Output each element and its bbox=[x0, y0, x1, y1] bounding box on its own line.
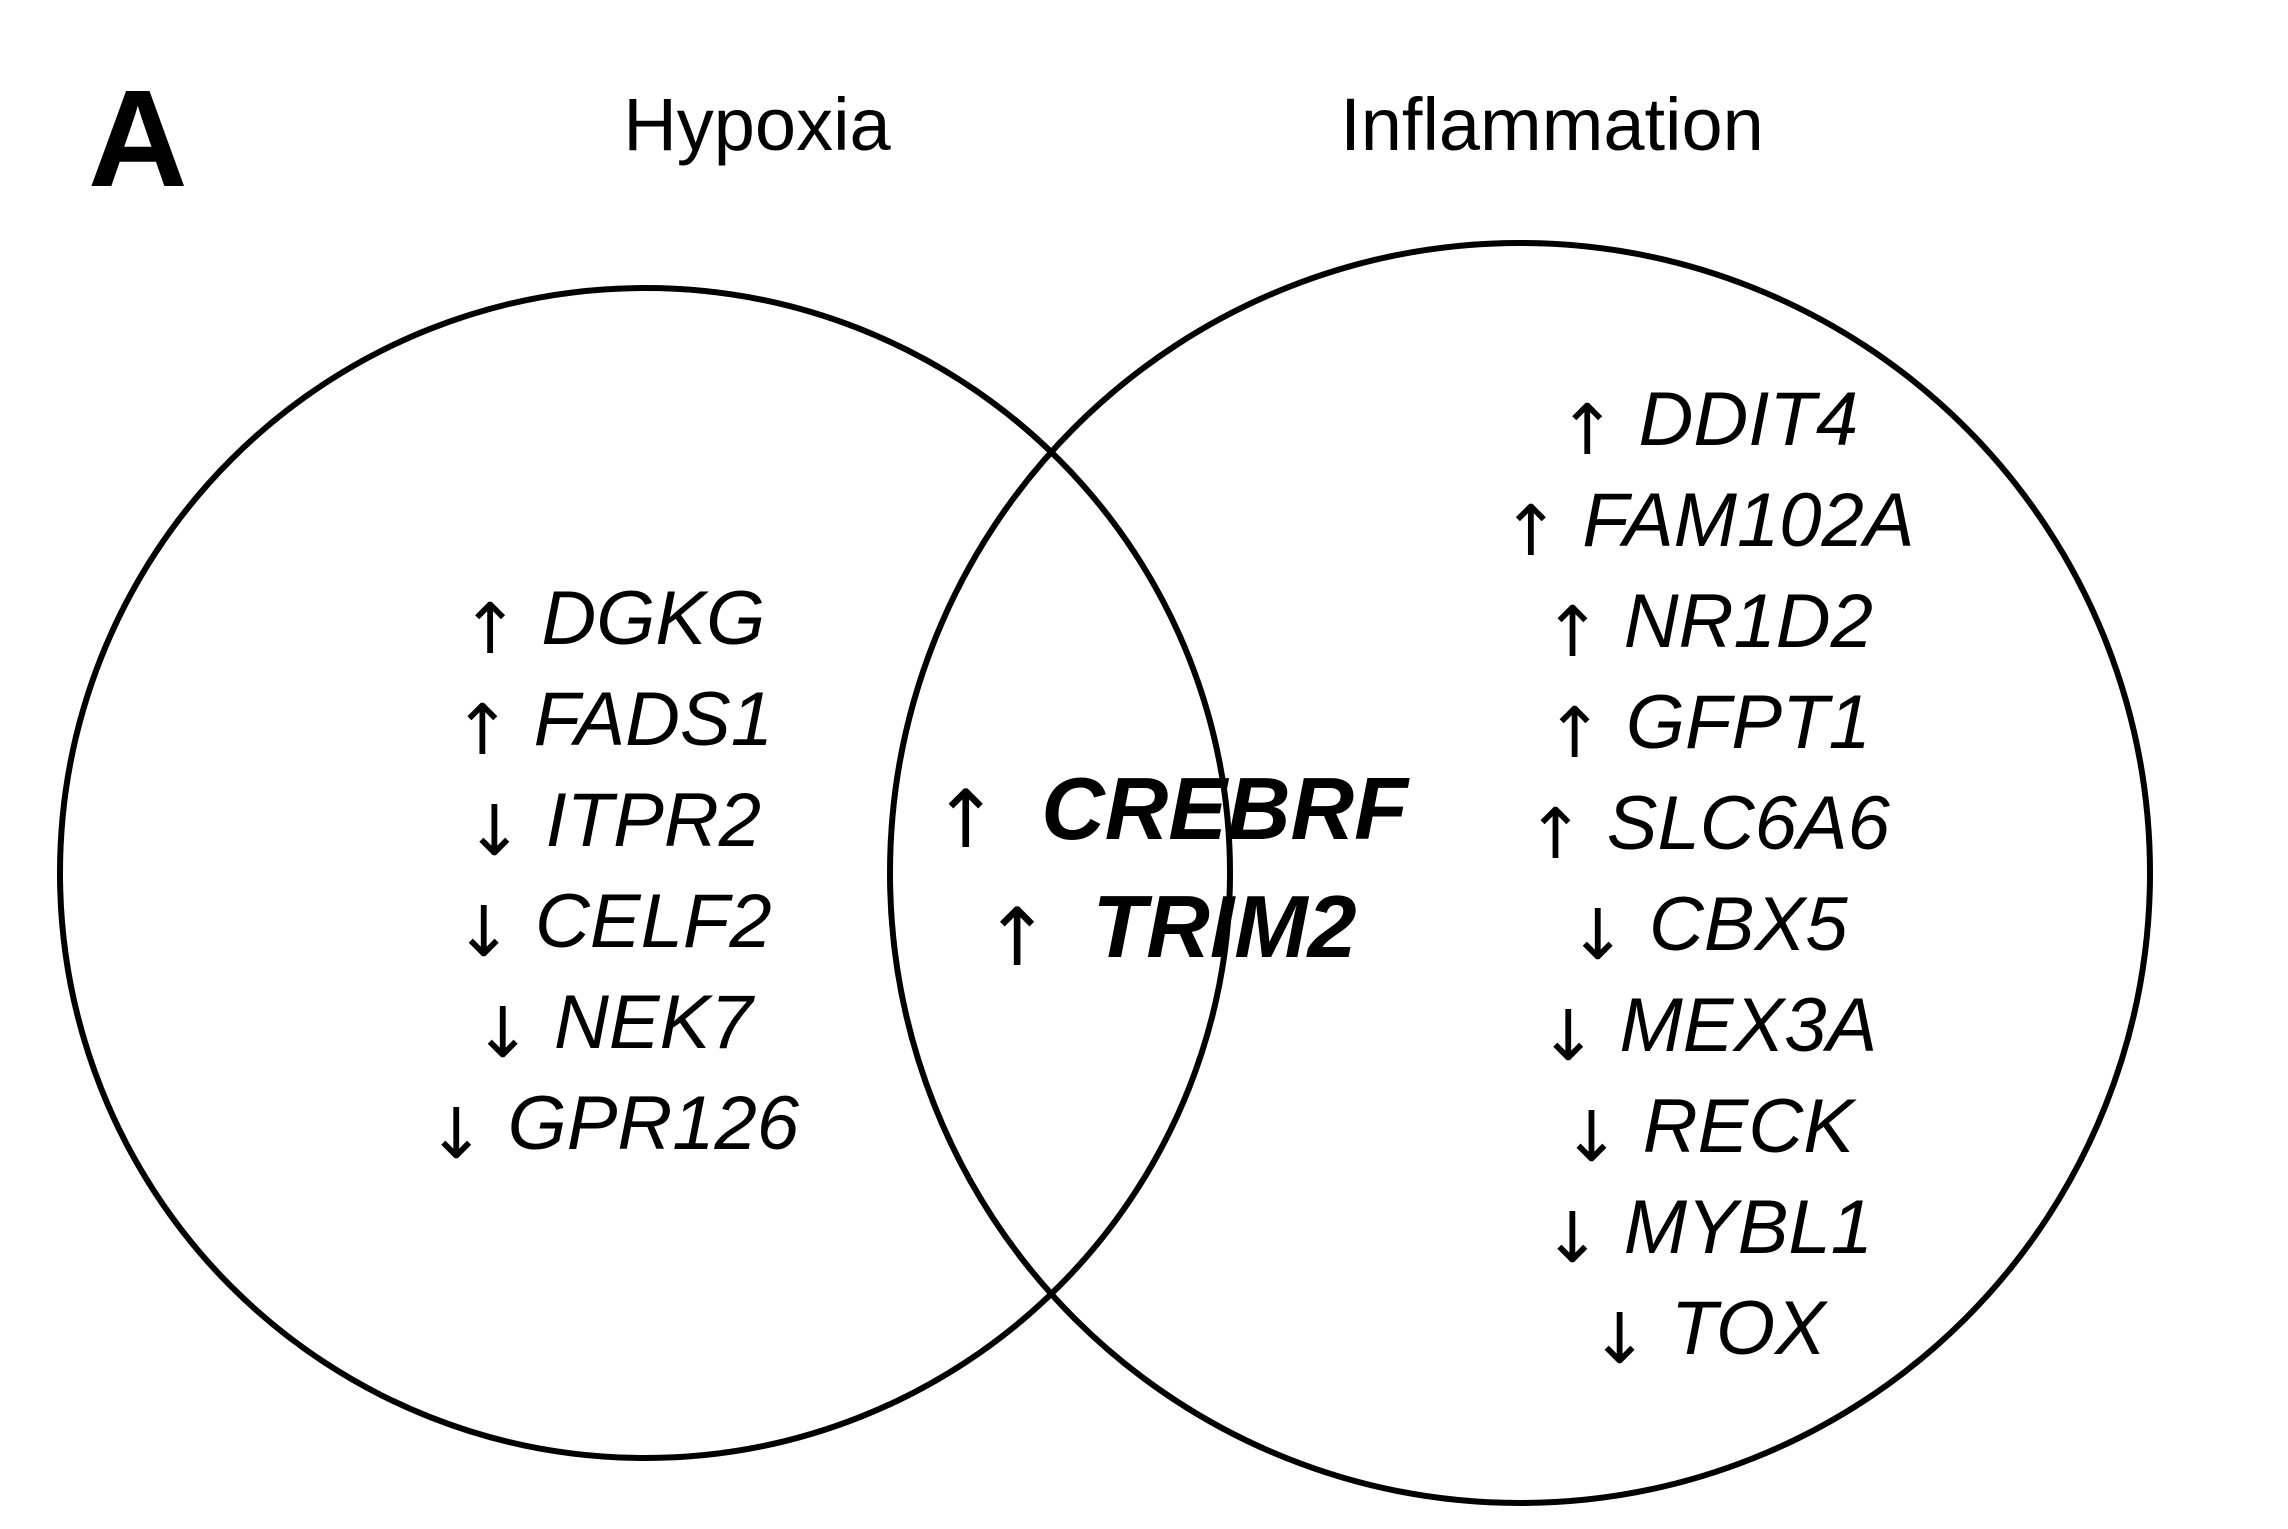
gene-name: CELF2 bbox=[535, 879, 772, 964]
gene-name: TRIM2 bbox=[1092, 877, 1357, 976]
hypoxia-set-circle bbox=[57, 285, 1233, 1461]
gene-list-item: ↓ GPR126 bbox=[426, 1073, 800, 1175]
gene-list-item: ↓ NEK7 bbox=[427, 972, 799, 1074]
gene-list-item: ↓ MEX3A bbox=[1502, 975, 1915, 1077]
gene-name: MEX3A bbox=[1619, 983, 1878, 1068]
gene-name: DGKG bbox=[541, 576, 766, 661]
gene-name: DDIT4 bbox=[1638, 377, 1859, 462]
gene-list-item: ↓ MYBL1 bbox=[1502, 1177, 1915, 1279]
upregulated-arrow-icon: ↑ bbox=[983, 890, 1051, 984]
downregulated-arrow-icon: ↓ bbox=[454, 890, 514, 973]
gene-name: NEK7 bbox=[554, 980, 753, 1065]
gene-list-item: ↓ CBX5 bbox=[1502, 874, 1915, 976]
gene-list-item: ↓ ITPR2 bbox=[427, 770, 799, 872]
upregulated-arrow-icon: ↑ bbox=[453, 688, 512, 771]
panel-letter: A bbox=[88, 62, 188, 216]
downregulated-arrow-icon: ↓ bbox=[473, 991, 533, 1074]
downregulated-arrow-icon: ↓ bbox=[464, 789, 524, 872]
gene-name: ITPR2 bbox=[545, 778, 762, 863]
downregulated-arrow-icon: ↓ bbox=[1543, 1196, 1602, 1279]
downregulated-arrow-icon: ↓ bbox=[426, 1092, 486, 1175]
gene-name: SLC6A6 bbox=[1606, 781, 1890, 866]
hypoxia-set-title: Hypoxia bbox=[623, 83, 891, 166]
gene-name: GPR126 bbox=[507, 1081, 800, 1166]
upregulated-arrow-icon: ↑ bbox=[1545, 691, 1604, 774]
gene-name: NR1D2 bbox=[1623, 579, 1873, 664]
gene-list-item: ↑ DDIT4 bbox=[1502, 369, 1915, 471]
gene-list-item: ↑ DGKG bbox=[427, 568, 799, 670]
downregulated-arrow-icon: ↓ bbox=[1590, 1297, 1649, 1380]
gene-list-item: ↑ TRIM2 bbox=[932, 868, 1408, 986]
upregulated-arrow-icon: ↑ bbox=[1501, 489, 1561, 572]
gene-list-item: ↑ CREBRF bbox=[932, 750, 1408, 868]
gene-list-item: ↑ GFPT1 bbox=[1502, 672, 1915, 774]
gene-list-item: ↑ FADS1 bbox=[427, 669, 799, 771]
upregulated-arrow-icon: ↑ bbox=[1543, 590, 1602, 673]
gene-list-item: ↑ NR1D2 bbox=[1502, 571, 1915, 673]
inflammation-set-circle bbox=[887, 240, 2153, 1506]
gene-list-item: ↑ FAM102A bbox=[1501, 470, 1915, 572]
gene-list-item: ↓ CELF2 bbox=[427, 871, 799, 973]
downregulated-arrow-icon: ↓ bbox=[1538, 994, 1598, 1077]
upregulated-arrow-icon: ↑ bbox=[1557, 388, 1617, 471]
upregulated-arrow-icon: ↑ bbox=[932, 772, 1000, 866]
gene-name: CBX5 bbox=[1649, 882, 1848, 967]
hypoxia-gene-list: ↑DGKG ↑FADS1 ↓ITPR2 ↓CELF2 ↓NEK7 ↓GPR126 bbox=[426, 568, 800, 1175]
inflammation-set-title: Inflammation bbox=[1340, 83, 1764, 166]
gene-name: MYBL1 bbox=[1623, 1185, 1873, 1270]
gene-name: TOX bbox=[1670, 1286, 1826, 1371]
gene-name: RECK bbox=[1642, 1084, 1854, 1169]
inflammation-gene-list: ↑DDIT4 ↑FAM102A ↑NR1D2 ↑GFPT1 ↑SLC6A6 ↓C… bbox=[1501, 369, 1915, 1380]
gene-name: GFPT1 bbox=[1625, 680, 1871, 765]
gene-list-item: ↓ TOX bbox=[1502, 1278, 1915, 1380]
gene-list-item: ↑ SLC6A6 bbox=[1502, 773, 1915, 875]
gene-list-item: ↓ RECK bbox=[1502, 1076, 1915, 1178]
upregulated-arrow-icon: ↑ bbox=[460, 587, 520, 670]
shared-gene-list: ↑ CREBRF ↑ TRIM2 bbox=[932, 750, 1408, 986]
upregulated-arrow-icon: ↑ bbox=[1526, 792, 1585, 875]
gene-name: CREBRF bbox=[1041, 759, 1408, 858]
downregulated-arrow-icon: ↓ bbox=[1568, 893, 1628, 976]
gene-name: FAM102A bbox=[1582, 478, 1915, 563]
gene-name: FADS1 bbox=[533, 677, 773, 762]
downregulated-arrow-icon: ↓ bbox=[1562, 1095, 1621, 1178]
